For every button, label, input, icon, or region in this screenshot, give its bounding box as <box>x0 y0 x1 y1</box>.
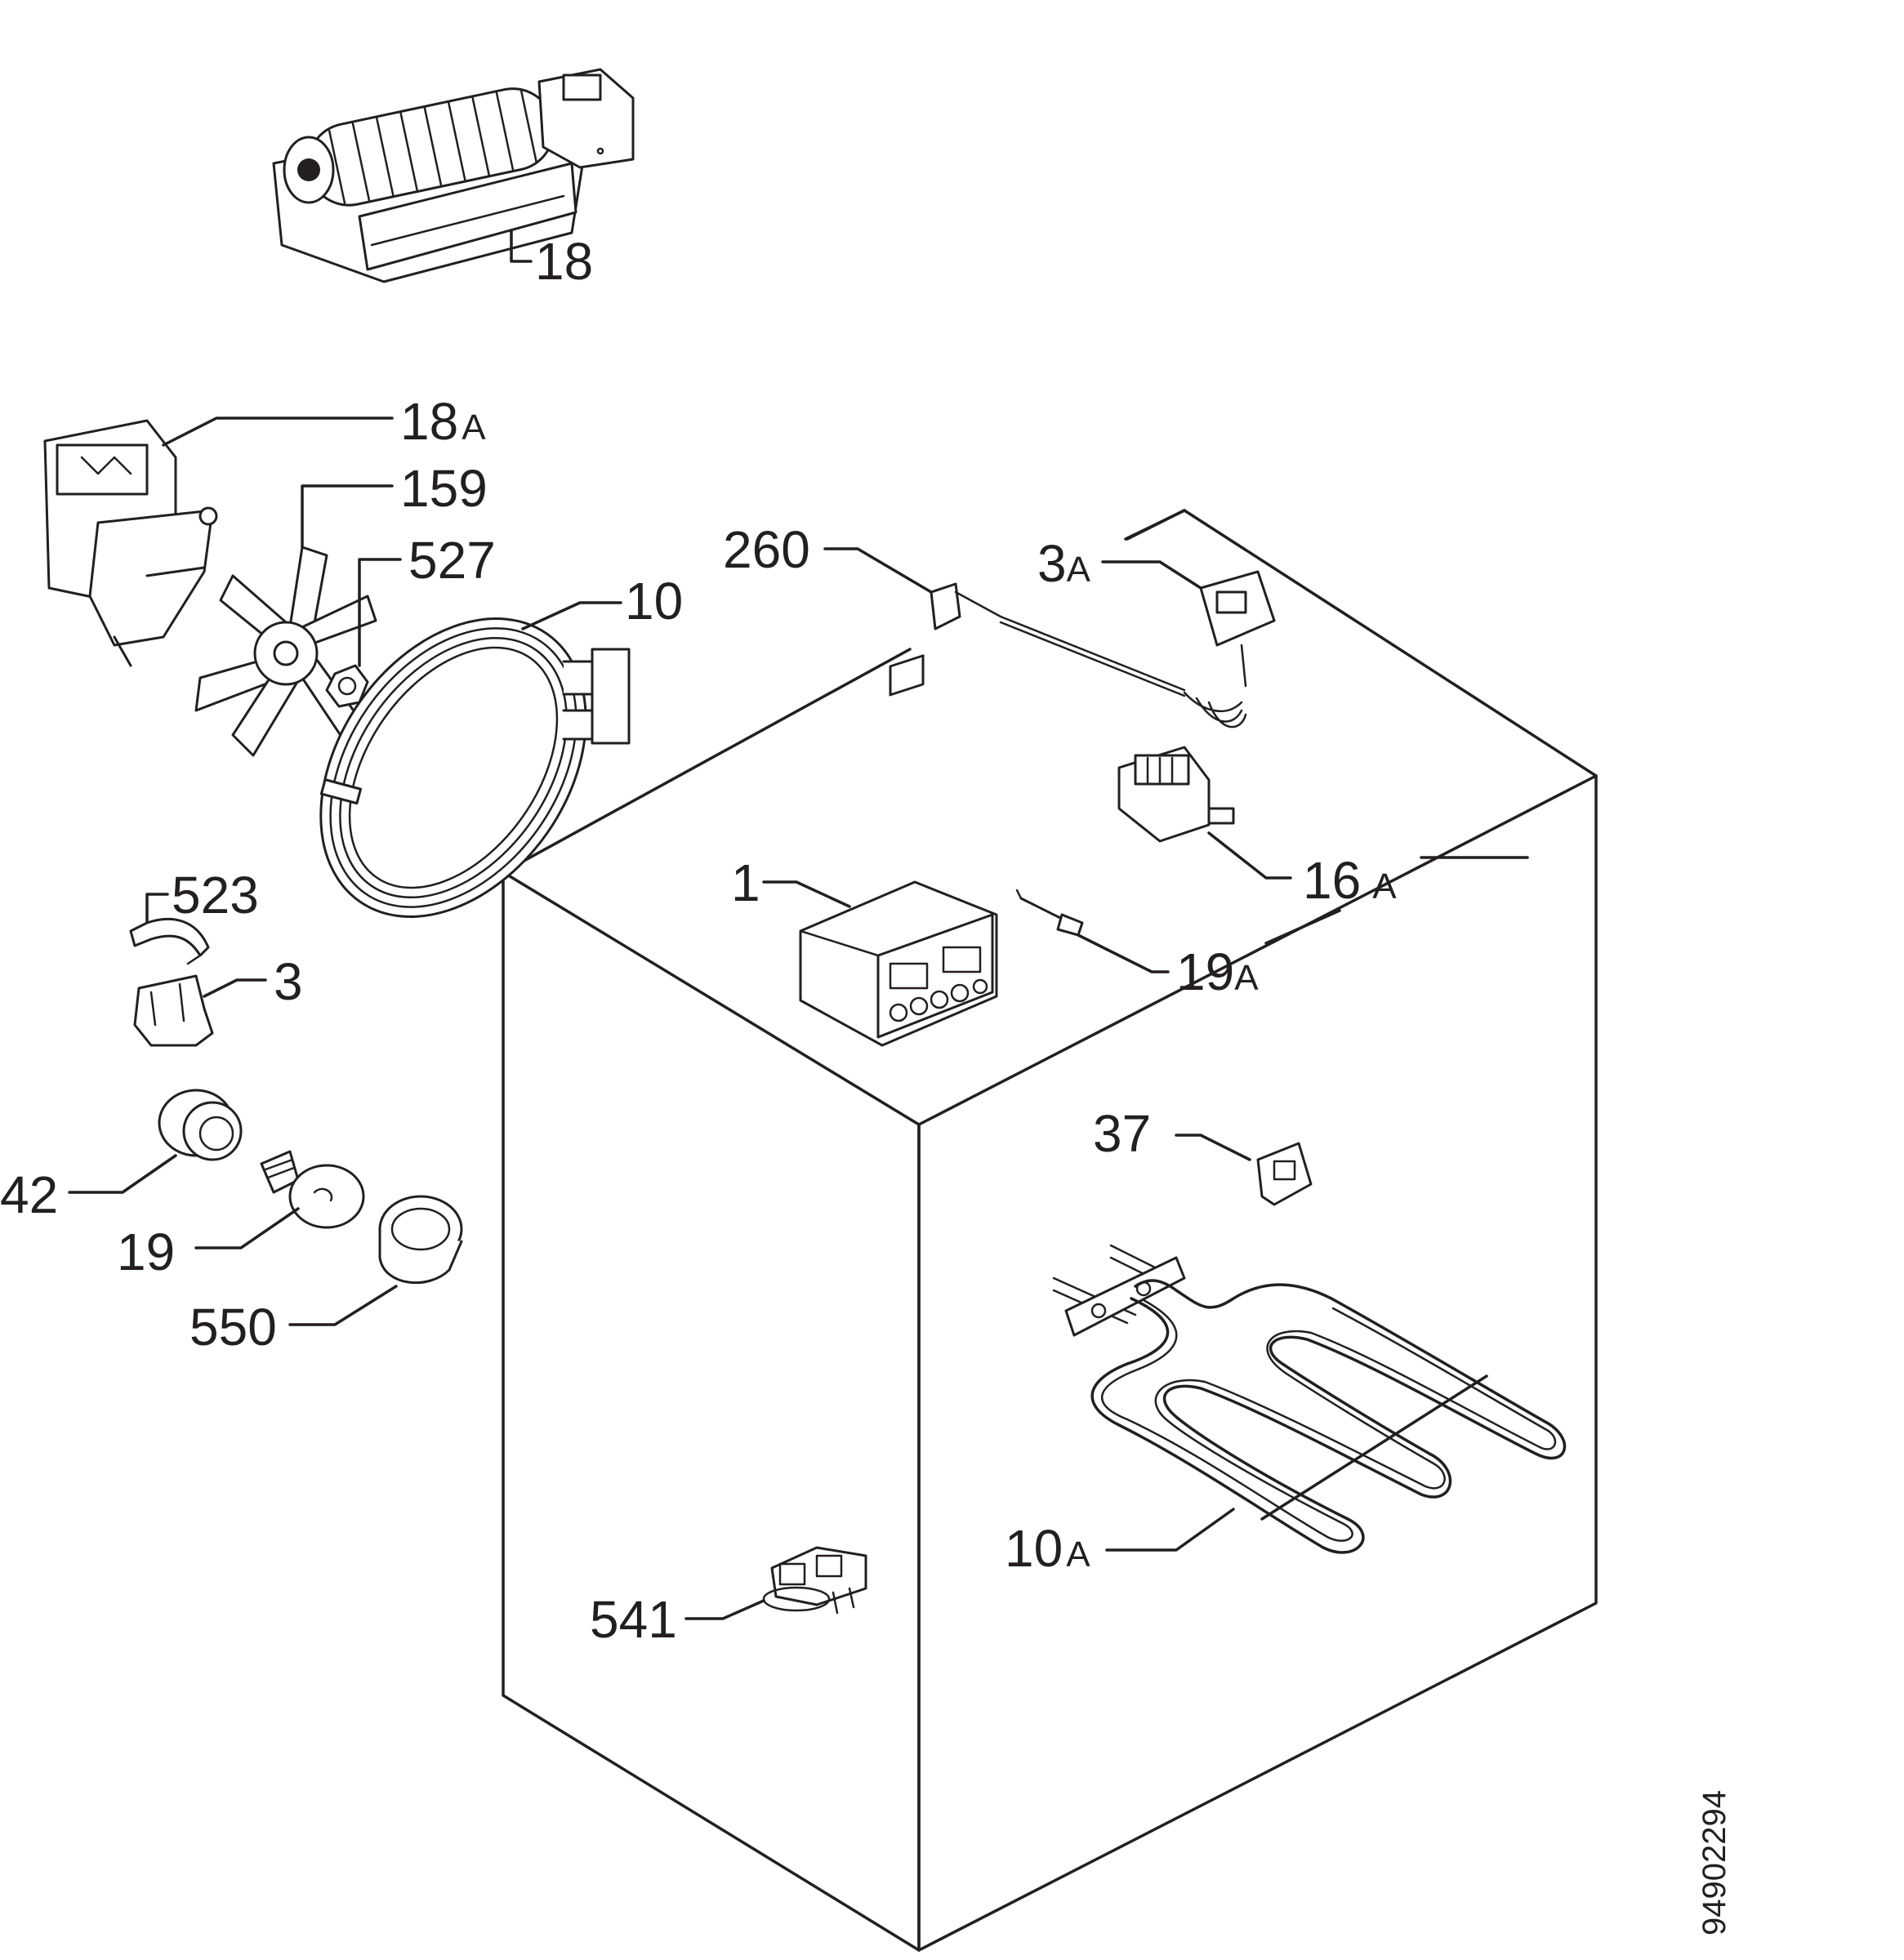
callout-19a: 19A <box>1176 942 1259 1001</box>
fan-blade-part <box>194 546 377 757</box>
electronic-timer-part <box>799 654 998 1047</box>
lamp-holder-part <box>133 974 214 1047</box>
callout-1: 1 <box>731 853 760 912</box>
leader-159 <box>301 484 394 549</box>
callout-523: 523 <box>172 866 259 924</box>
fan-motor-part <box>43 419 218 667</box>
leader-523 <box>145 893 169 923</box>
leader-550 <box>288 1285 398 1326</box>
switch-part <box>1256 1142 1313 1206</box>
callout-541: 541 <box>590 1590 677 1649</box>
leader-10a <box>1105 1508 1235 1552</box>
leader-3a <box>1101 560 1202 590</box>
lamp-cover-part <box>378 1195 463 1285</box>
selector-switch-part <box>1117 746 1235 843</box>
callout-37: 37 <box>1093 1104 1151 1163</box>
leader-10 <box>521 601 622 630</box>
leader-19 <box>194 1207 300 1250</box>
callout-527: 527 <box>408 531 496 590</box>
leader-527 <box>358 558 402 667</box>
leader-42 <box>68 1154 177 1194</box>
callout-3: 3 <box>274 952 303 1011</box>
callout-10: 10 <box>625 572 683 630</box>
leader-19a <box>1077 933 1170 973</box>
grill-element-part <box>1052 1244 1567 1554</box>
leader-1 <box>762 880 851 908</box>
callout-42: 42 <box>0 1165 58 1224</box>
callout-10a: 10A <box>1005 1519 1090 1578</box>
sensor-clip-part <box>930 582 1186 697</box>
leader-18a <box>162 416 394 447</box>
leader-541 <box>684 1599 765 1620</box>
oven-cabinet <box>502 509 1598 1952</box>
callout-260: 260 <box>723 520 810 579</box>
callout-18a: 18A <box>400 392 486 451</box>
tangential-fan-part <box>272 68 635 283</box>
leader-37 <box>1175 1134 1251 1161</box>
circular-heating-element-part <box>319 617 631 918</box>
leader-3 <box>203 978 267 998</box>
clip-part <box>129 917 210 965</box>
callout-3a: 3A <box>1037 534 1091 593</box>
leader-18 <box>510 229 533 263</box>
sensor-pin-part <box>1015 889 1084 937</box>
leader-16a <box>1207 831 1292 880</box>
nut-part <box>325 664 369 708</box>
callout-159: 159 <box>400 459 488 518</box>
callout-18: 18 <box>535 232 593 291</box>
callout-550: 550 <box>190 1298 277 1356</box>
callout-19: 19 <box>117 1223 175 1281</box>
document-id: 94902294 <box>1697 1790 1732 1936</box>
thermostat-part <box>1183 570 1276 728</box>
leader-19a-right <box>1264 909 1341 945</box>
connector-part <box>762 1546 867 1615</box>
leader-260 <box>823 547 933 594</box>
lamp-bulb-part <box>260 1150 365 1229</box>
lamp-housing-part <box>158 1089 243 1161</box>
